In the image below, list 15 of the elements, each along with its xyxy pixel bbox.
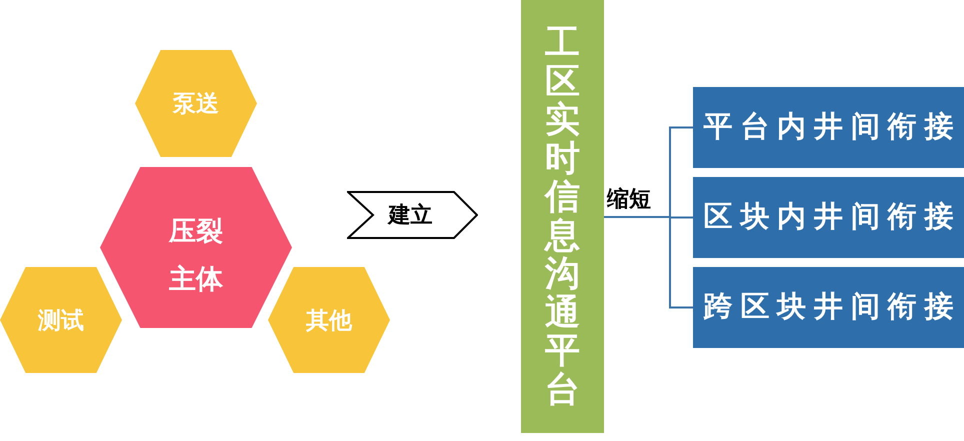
node-text: 压裂主体: [168, 215, 224, 296]
node-text: 其他: [306, 306, 352, 335]
process-box: [693, 177, 964, 258]
edge-label: 缩短: [606, 188, 652, 210]
process-box: [693, 87, 964, 168]
node-text: 平台内井间衔接: [702, 113, 962, 142]
process-box: [693, 267, 964, 348]
node-text: 泵送: [173, 89, 219, 118]
node-text: 跨区块井间衔接: [702, 293, 962, 322]
connector-line: [604, 216, 693, 308]
node-text: 测试: [38, 306, 84, 335]
banner-text: 工区实时信息沟通平台: [545, 24, 580, 409]
node-text: 区块内井间衔接: [702, 203, 962, 232]
vertical-banner: [521, 0, 604, 433]
chevron-text: 建立: [388, 204, 434, 226]
